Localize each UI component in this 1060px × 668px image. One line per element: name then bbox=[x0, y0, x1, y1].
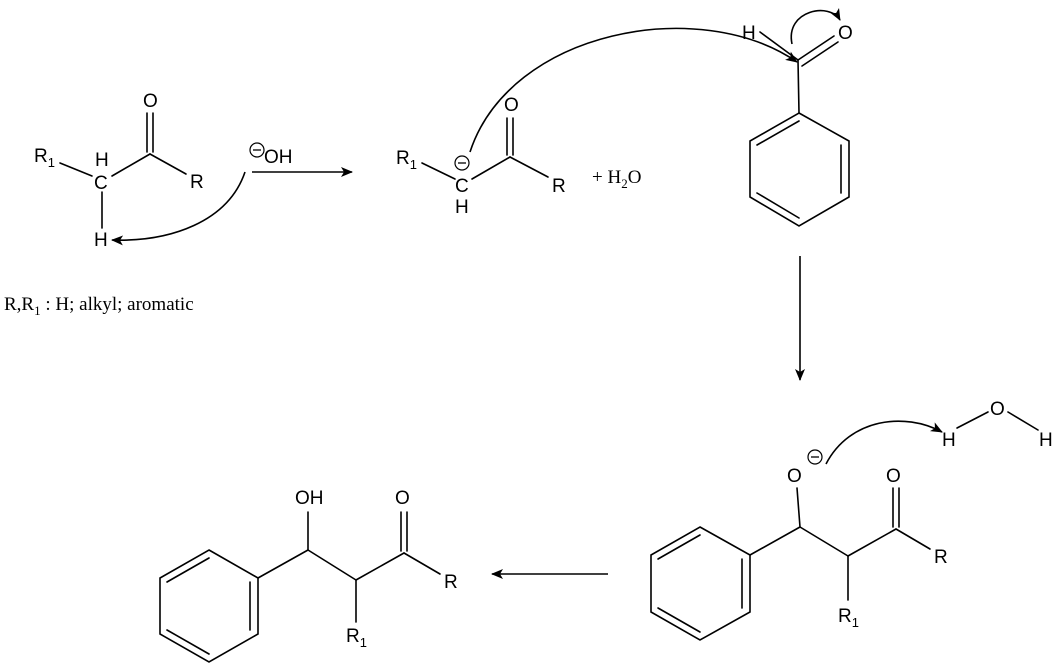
enolate-h-label: H bbox=[455, 197, 469, 218]
carbonyl-substrate: R1 H C O R H bbox=[34, 91, 204, 251]
alkoxide-intermediate: O O R R1 bbox=[650, 449, 948, 641]
enolate-c-label: C bbox=[455, 176, 469, 197]
substrate-o-label: O bbox=[143, 91, 158, 112]
substituent-note: R,R1 : H; alkyl; aromatic bbox=[4, 294, 194, 318]
hydroxide-label: OH bbox=[264, 147, 293, 168]
water-h-left-label: H bbox=[942, 430, 956, 451]
alkoxide-r1-label: R1 bbox=[838, 606, 859, 630]
enolate-r-label: R bbox=[552, 176, 566, 197]
alkoxide-carbonyl-o-label: O bbox=[886, 466, 901, 487]
product-oh-label: OH bbox=[295, 488, 324, 509]
aldehyde-o-label: O bbox=[838, 23, 853, 44]
water-h-right-label: H bbox=[1039, 430, 1053, 451]
substrate-h-label: H bbox=[95, 150, 109, 171]
enolate-intermediate: R1 C H O R bbox=[396, 95, 566, 218]
benzaldehyde: H O bbox=[742, 23, 853, 227]
substrate-alpha-h-label: H bbox=[94, 230, 108, 251]
water-molecule: H O H bbox=[942, 399, 1053, 451]
curved-arrow-carbonyl-to-oxygen bbox=[790, 7, 841, 45]
product-r-label: R bbox=[444, 572, 458, 593]
curved-arrow-hydroxide-to-h bbox=[111, 171, 246, 246]
curved-arrow-alkoxide-to-water bbox=[825, 420, 943, 465]
aldol-product: OH O R R1 bbox=[159, 488, 458, 663]
curved-arrow-enolate-attack bbox=[469, 27, 798, 153]
product-r1-label: R1 bbox=[346, 626, 367, 650]
substrate-c-label: C bbox=[94, 173, 108, 194]
substrate-r-label: R bbox=[190, 172, 204, 193]
water-o-label: O bbox=[990, 399, 1005, 420]
alkoxide-r-label: R bbox=[934, 547, 948, 568]
hydroxide-ion: OH bbox=[249, 142, 293, 168]
enolate-r1-label: R1 bbox=[396, 148, 417, 172]
product-o-label: O bbox=[395, 488, 410, 509]
enolate-o-label: O bbox=[504, 95, 519, 116]
substrate-r1-label: R1 bbox=[34, 146, 55, 170]
aldehyde-h-label: H bbox=[742, 23, 756, 44]
alkoxide-o-label: O bbox=[787, 466, 802, 487]
water-byproduct: + H2O bbox=[592, 167, 641, 191]
